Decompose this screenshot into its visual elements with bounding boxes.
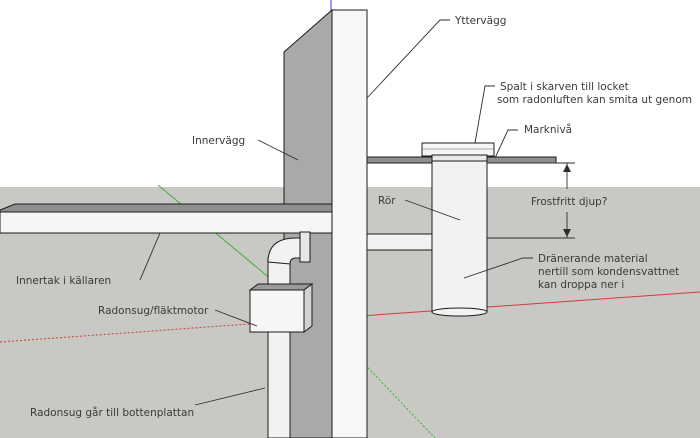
label-markniva: Marknivå <box>524 123 572 136</box>
radon-pipe-stub <box>299 231 311 263</box>
label-spalt-2: som radonluften kan smita ut genom <box>497 94 692 106</box>
pipe-lid <box>421 142 495 157</box>
leader-radonsug-botten <box>194 387 266 406</box>
red-axis <box>331 291 700 319</box>
leader-ror <box>404 199 461 221</box>
main-pipe-bottom <box>431 307 488 317</box>
label-dranerande-2: nertill som kondensvattnet <box>538 266 679 278</box>
fan-motor-side <box>303 283 313 333</box>
label-innervagg: Innervägg <box>192 135 245 147</box>
label-radonsug-flakt: Radonsug/fläktmotor <box>98 305 209 317</box>
fan-motor-front <box>249 289 305 333</box>
leader-radonsug-flakt <box>214 309 258 327</box>
ceiling-slab-front <box>0 211 333 234</box>
label-frostfritt: Frostfritt djup? <box>531 196 607 208</box>
leader-innervagg <box>257 139 299 161</box>
outer-wall <box>331 9 368 438</box>
leader-markniva <box>494 129 518 159</box>
label-dranerande-1: Dränerande material <box>538 253 648 265</box>
ceiling-slab-top <box>0 203 333 213</box>
fan-motor-top <box>248 283 314 291</box>
label-dranerande-3: kan droppa ner i <box>538 279 624 291</box>
label-yttervagg: Yttervägg <box>454 15 506 27</box>
label-ror: Rör <box>378 195 396 207</box>
leader-yttervagg <box>366 19 450 99</box>
leader-innertak <box>139 232 161 281</box>
frost-arrow-down <box>563 229 571 237</box>
frost-arrow-up <box>563 164 571 172</box>
branch-pipe <box>366 233 436 251</box>
leader-dranerande <box>463 257 533 279</box>
pipe-collar <box>431 154 488 162</box>
main-pipe <box>431 159 488 313</box>
label-innertak: Innertak i källaren <box>16 275 111 287</box>
label-spalt-1: Spalt i skarven till locket <box>500 81 629 93</box>
label-radonsug-botten: Radonsug går till bottenplattan <box>30 406 194 419</box>
leader-spalt <box>474 85 495 144</box>
